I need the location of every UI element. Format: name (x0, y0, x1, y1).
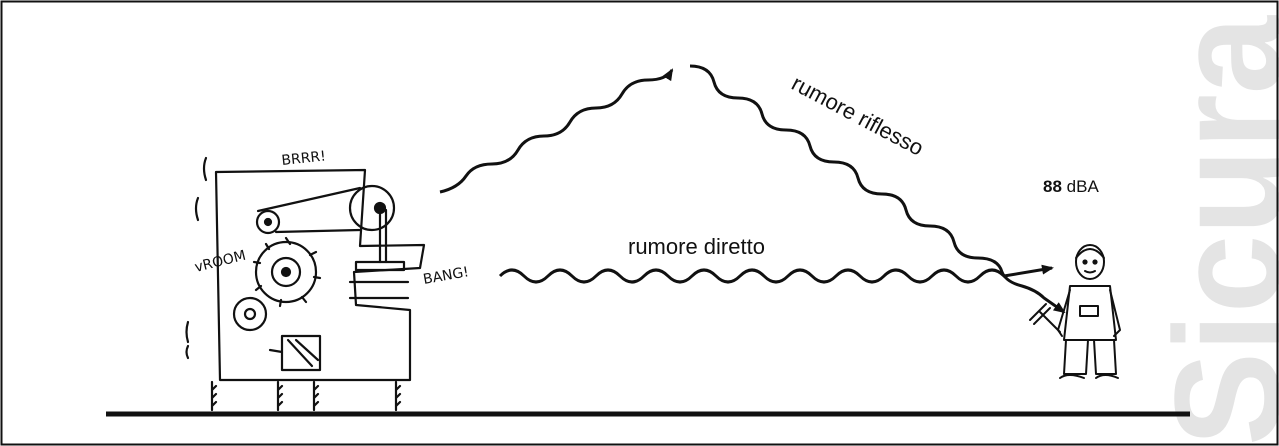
reflected-noise-label: rumore riflesso (788, 70, 928, 160)
noise-level-unit: dBA (1062, 177, 1100, 196)
watermark-group: Sicura (1143, 15, 1279, 446)
reflected-noise-path-rising (439, 68, 674, 194)
noise-level-readout: 88 dBA (1043, 177, 1099, 196)
reflected-noise-path-falling (689, 64, 1066, 314)
direct-noise-path (498, 264, 1054, 284)
machine-illustration (185, 156, 426, 412)
worker-figure (1029, 244, 1121, 379)
sound-brrr-label: BRRR! (281, 148, 327, 169)
direct-noise-label: rumore diretto (628, 234, 765, 259)
noise-level-value: 88 (1043, 177, 1062, 196)
sound-bang-label: BANG! (422, 264, 470, 288)
watermark-logo: Sicura (1143, 15, 1279, 446)
sound-vroom-label: vROOM (193, 248, 247, 276)
